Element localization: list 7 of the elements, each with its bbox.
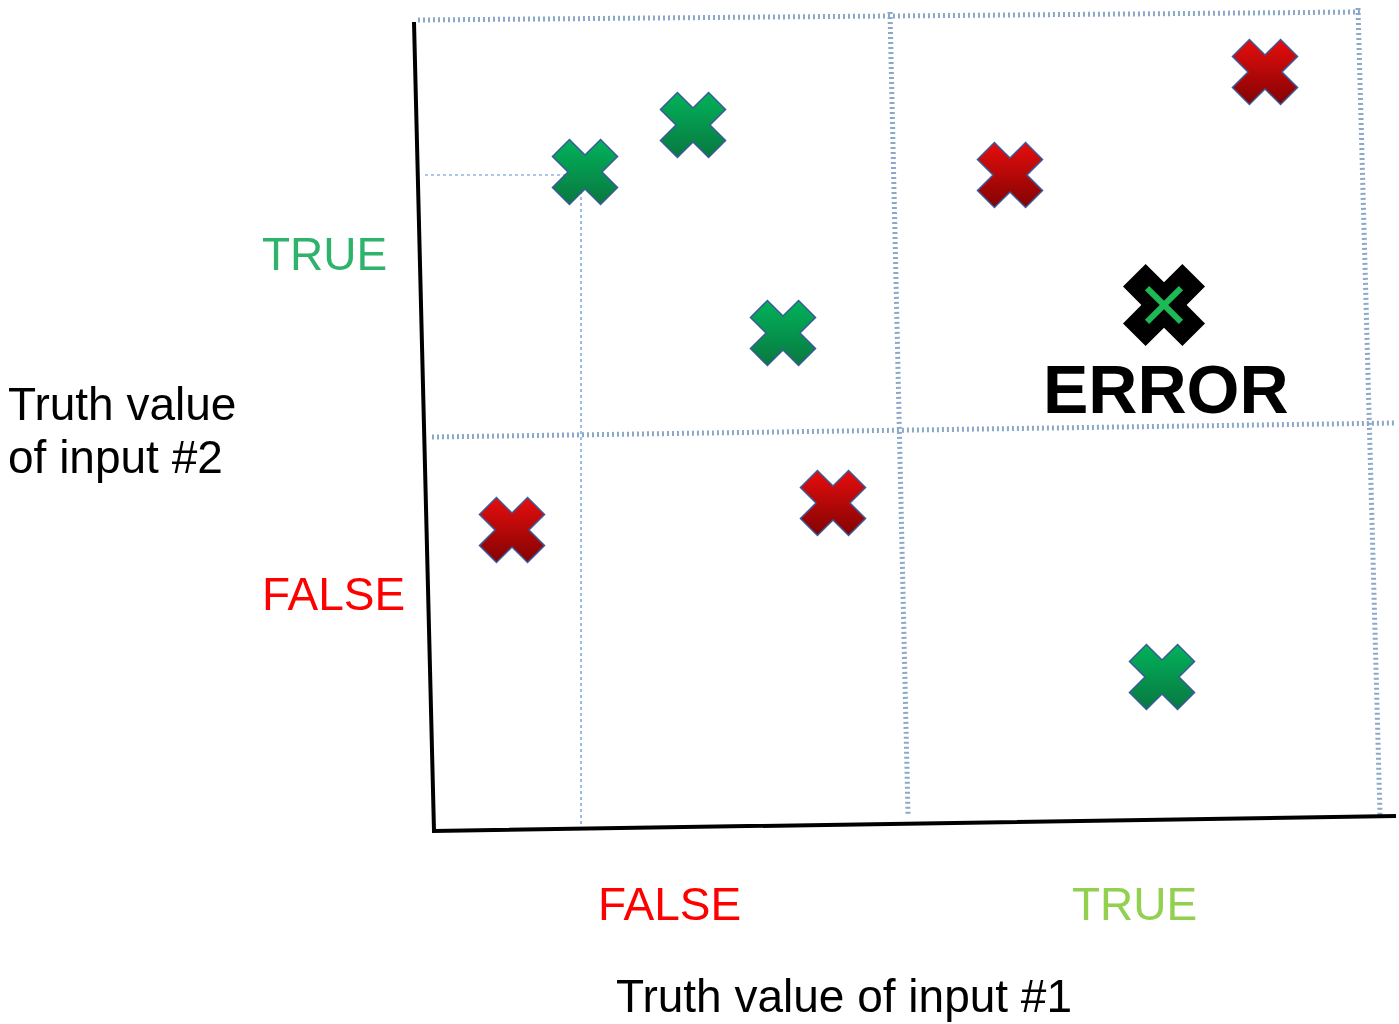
axis-title: Truth value of input #1	[616, 970, 1073, 1023]
axis-title: Truth value of input #2	[8, 378, 238, 484]
error-label: ERROR	[1043, 350, 1289, 429]
axis-tick-label: TRUE	[262, 228, 388, 281]
axis-tick-label: FALSE	[598, 878, 742, 931]
axis-tick-label: FALSE	[262, 568, 406, 621]
axis-tick-label: TRUE	[1072, 878, 1198, 931]
